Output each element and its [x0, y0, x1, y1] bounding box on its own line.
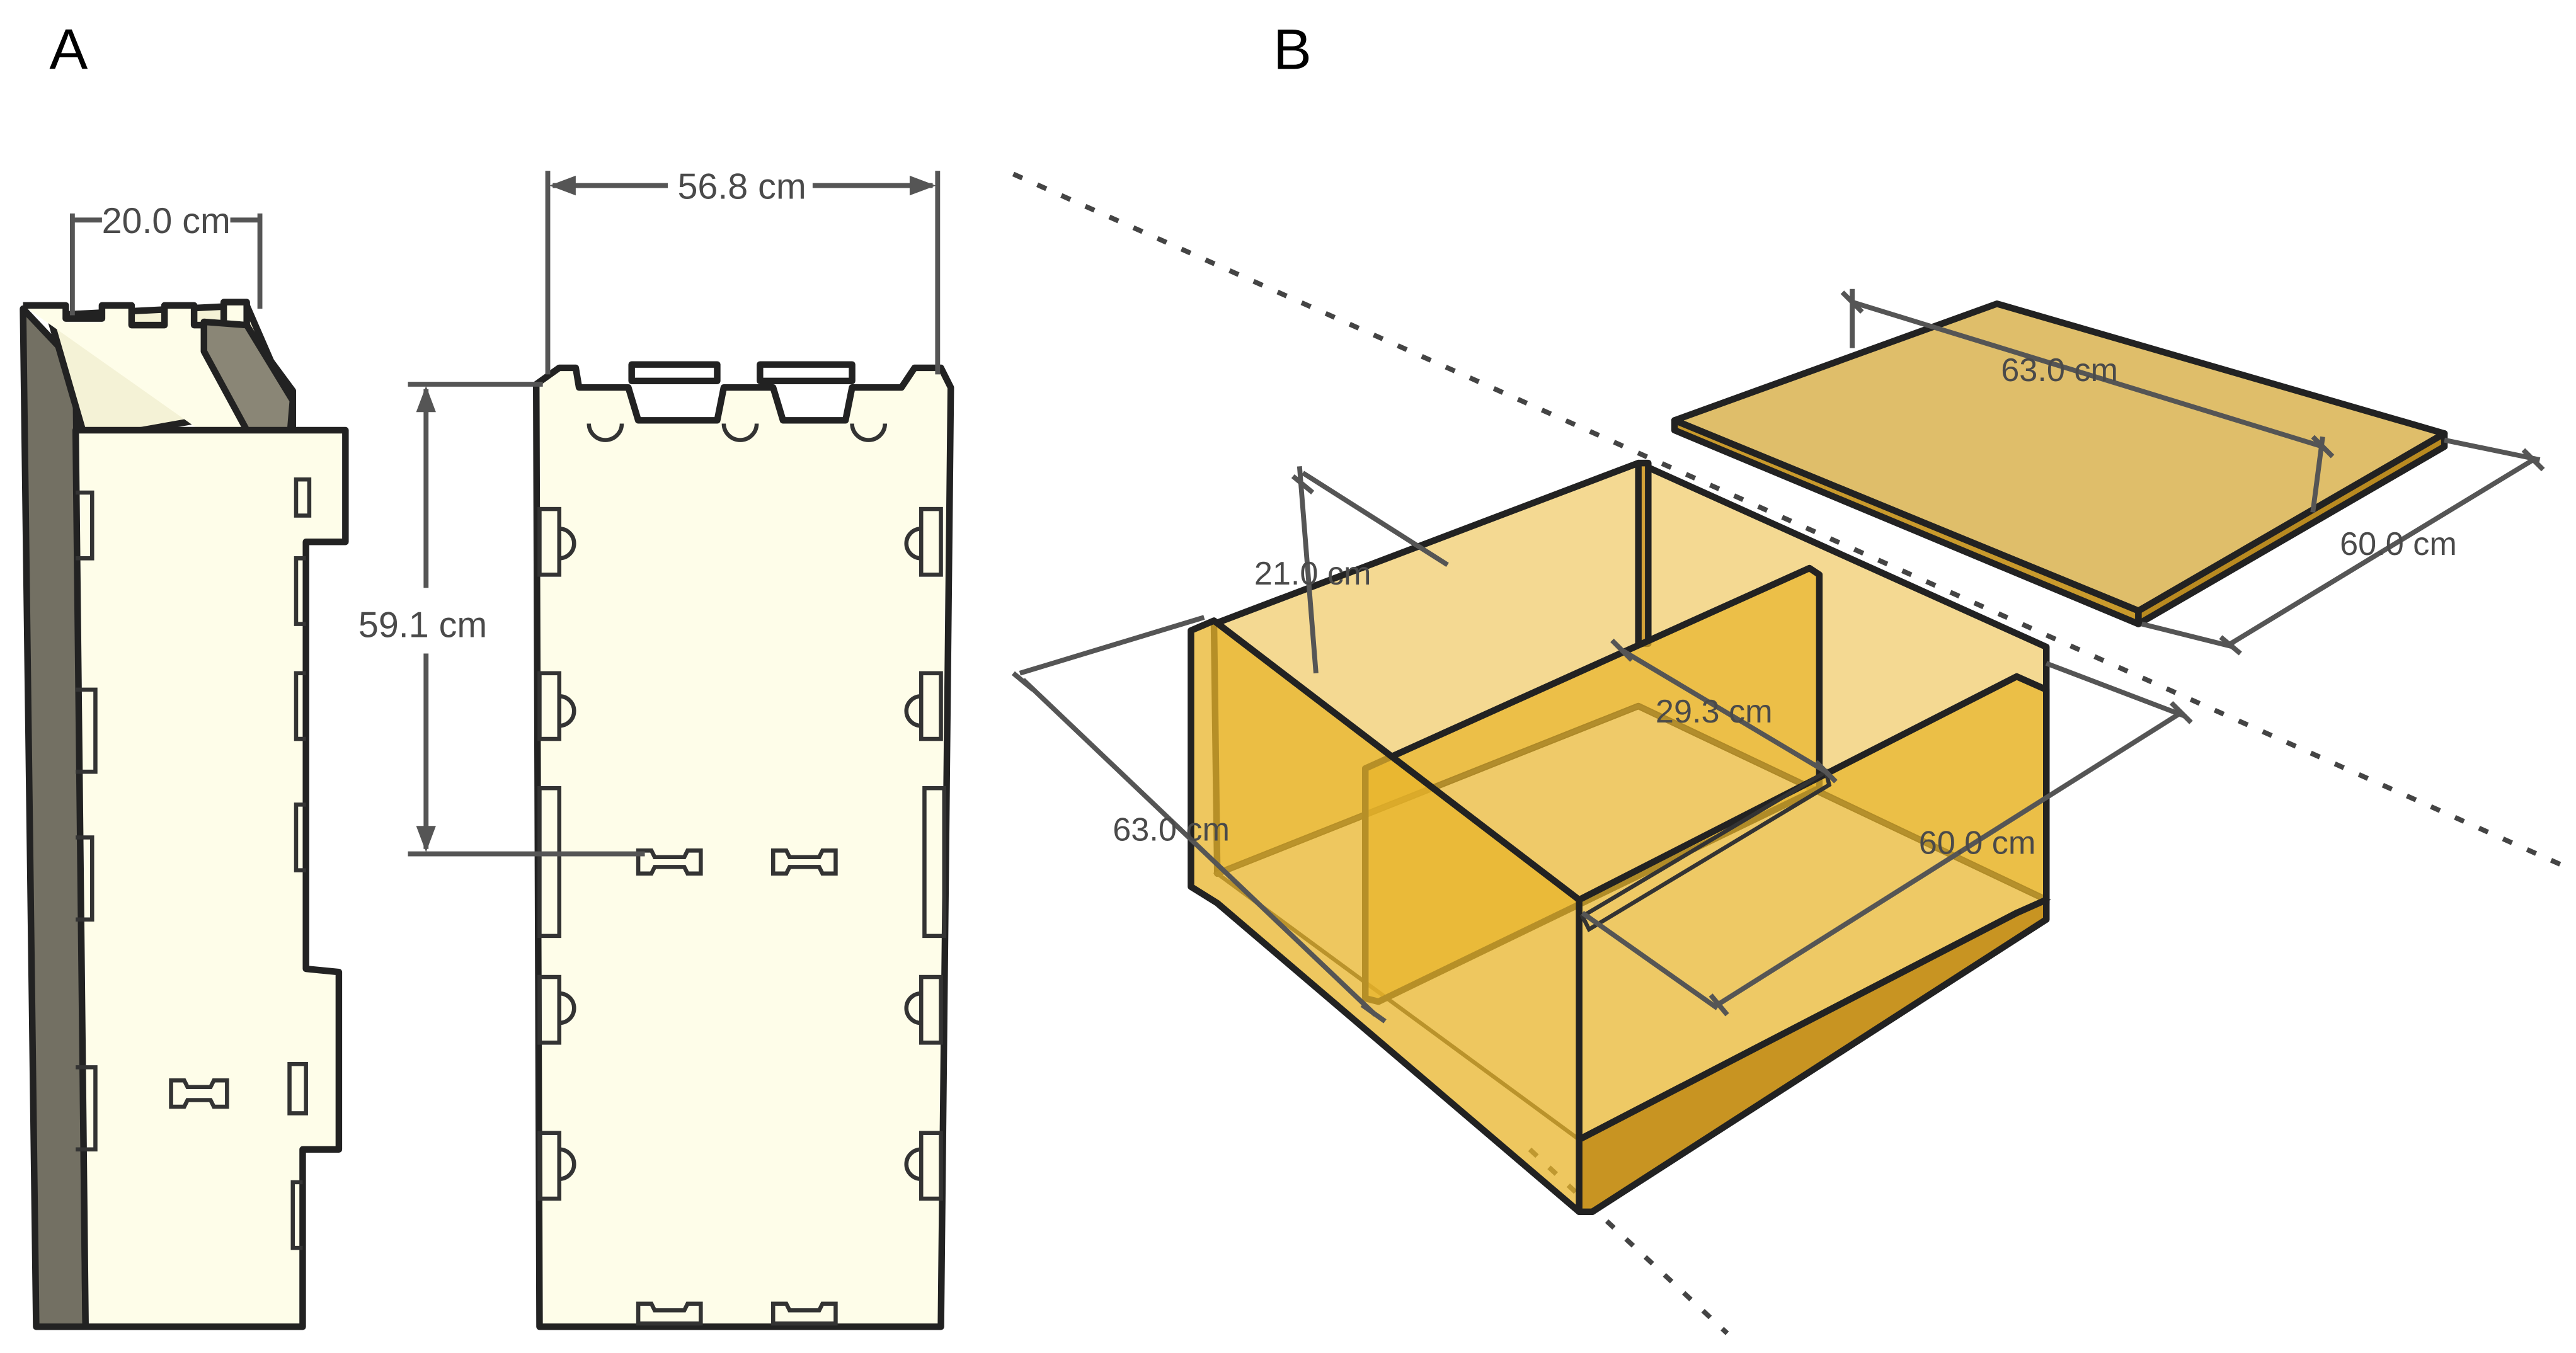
lid-right-edge [2135, 430, 2448, 627]
flat-panel-top-plank [628, 361, 856, 384]
dimension-tower-width: 20.0 cm [69, 201, 263, 316]
dimension-lid-width: 60.0 cm [2141, 437, 2545, 656]
flat-panel-right-clips [919, 506, 947, 1201]
tower-front-dogbone-slot [169, 1078, 229, 1109]
lid-board [1671, 300, 2448, 627]
flat-panel-dogbone-slots [636, 848, 838, 1326]
flat-panel-top-keyholes [587, 423, 888, 442]
dimension-box-length: 63.0 cm [1011, 615, 1387, 1024]
guide-line-lower [1528, 1147, 1729, 1335]
tower-flat-panel [533, 361, 954, 1330]
dimension-box-height: 21.0 cm [1254, 466, 1449, 674]
dimension-label-56-8cm: 56.8 cm [677, 166, 806, 207]
box-divider-slot [1579, 768, 1832, 933]
dimension-label-59-1cm: 59.1 cm [358, 605, 487, 645]
dimension-label-29-3cm: 29.3 cm [1656, 694, 1773, 730]
dimension-divider-gap: 29.3 cm [1610, 638, 1838, 784]
flat-panel-left-clips [537, 506, 562, 1201]
flat-panel-face [533, 364, 954, 1330]
box-back-right-edge [1635, 459, 1652, 648]
dimension-label-box-63cm: 63.0 cm [1113, 812, 1230, 848]
tower-side-slot [294, 477, 312, 518]
dimension-lid-length: 63.0 cm [1840, 288, 2335, 513]
panel-a-label: A [49, 18, 88, 82]
tower-edge-tabs [290, 556, 306, 1250]
panel-b-label: B [1273, 18, 1312, 82]
tower-3d-view [20, 299, 349, 1330]
tower-edge-notches [76, 490, 98, 1152]
dimension-label-lid-60cm: 60.0 cm [2340, 526, 2457, 562]
dimension-panel-height: 59.1 cm [358, 382, 645, 857]
storage-box [1188, 459, 2051, 1216]
dimension-label-21cm: 21.0 cm [1254, 556, 1371, 592]
flat-panel-right-pegs [904, 527, 922, 1181]
tower-front-vertical-slot [287, 1061, 308, 1116]
dimension-label-lid-63cm: 63.0 cm [2001, 352, 2118, 389]
dimension-panel-width: 56.8 cm [545, 166, 941, 375]
box-front-rail [1576, 896, 2050, 1216]
dimension-label-20cm: 20.0 cm [102, 201, 231, 241]
dimension-box-width: 60.0 cm [1581, 661, 2193, 1017]
tower-front-face [72, 426, 349, 1330]
guide-line-upper [1012, 171, 2567, 869]
flat-panel-left-pegs [559, 527, 576, 1181]
dimension-label-box-60cm: 60.0 cm [1919, 825, 2036, 862]
